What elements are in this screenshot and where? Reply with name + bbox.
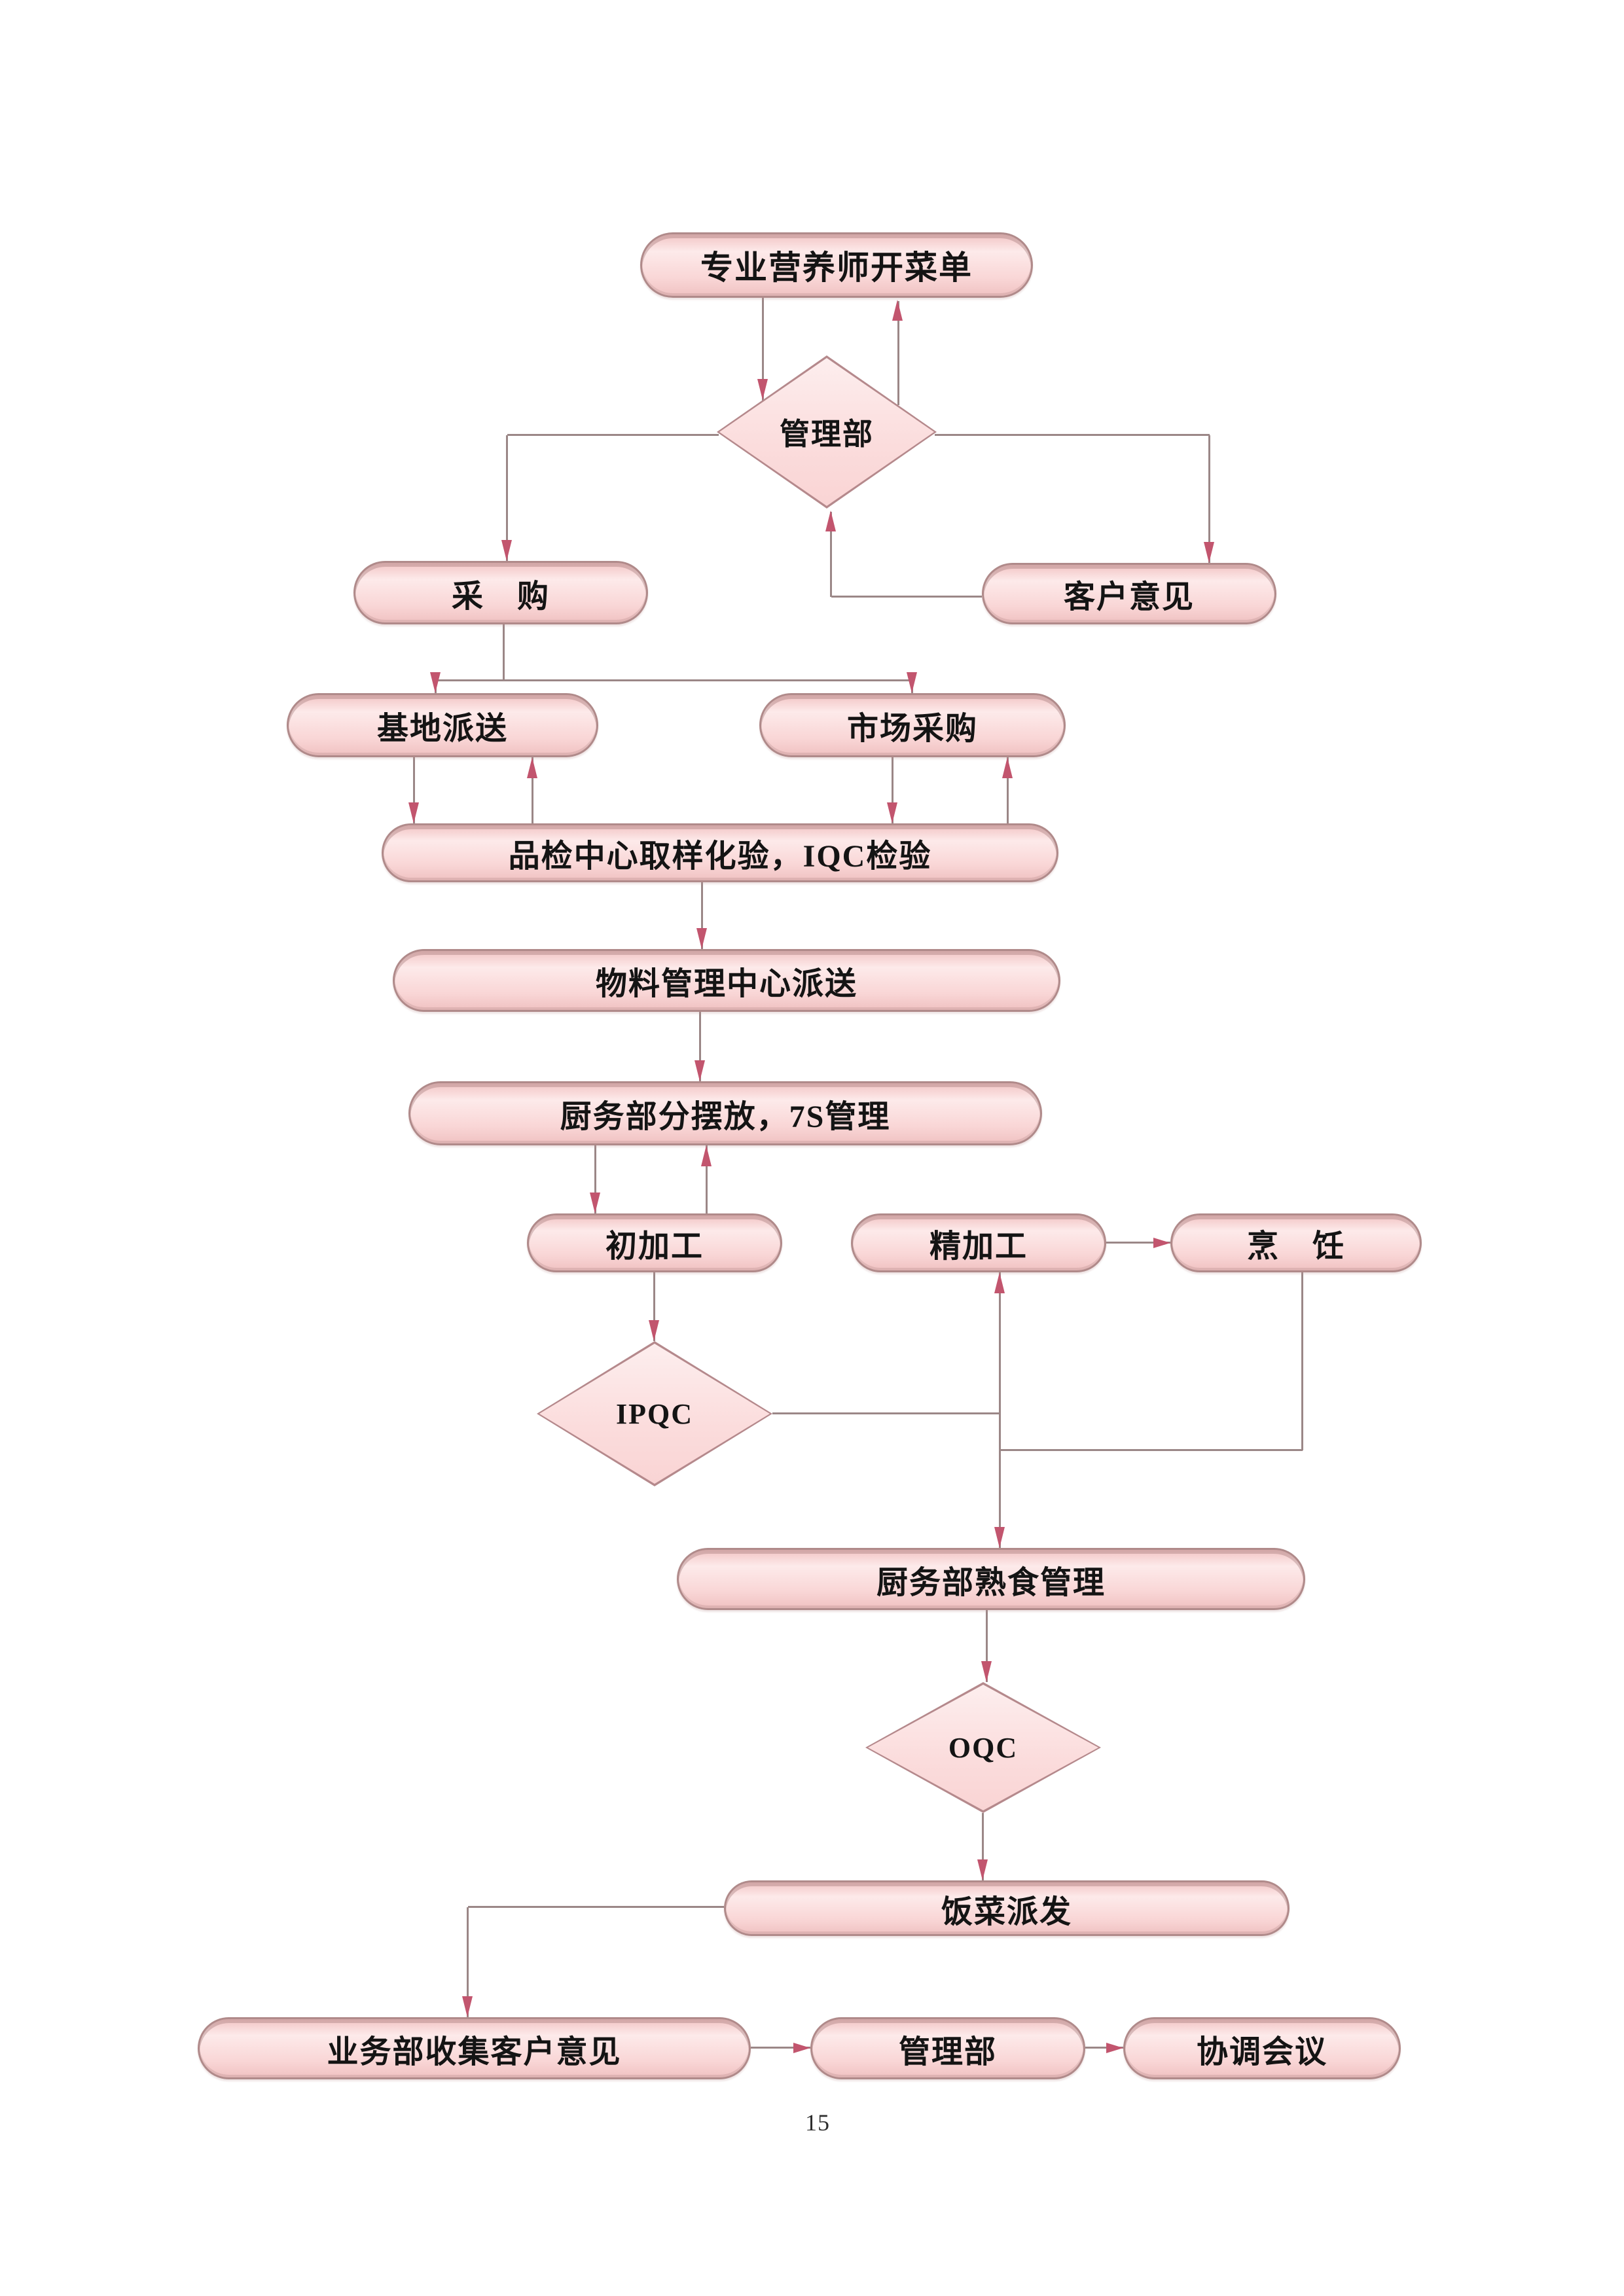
node-label: 市场采购 [846, 711, 978, 746]
arrow-down-icon [977, 1859, 988, 1880]
node-menu: 专业营养师开菜单 [640, 232, 1033, 298]
line-segment [892, 757, 893, 823]
node-label: 物料管理中心派送 [595, 967, 857, 1001]
node-kitchen-placement: 厨务部分摆放，7S管理 [408, 1081, 1042, 1145]
node-label: 管理部 [898, 2034, 997, 2070]
node-label: 专业营养师开菜单 [700, 249, 973, 286]
line-segment [751, 2047, 810, 2049]
line-segment [706, 1145, 708, 1213]
node-label: 品检中心取样化验，IQC检验 [508, 839, 932, 874]
node-cooked-food-mgmt: 厨务部熟食管理 [677, 1548, 1305, 1610]
line-segment [699, 1012, 701, 1081]
node-collect-feedback: 业务部收集客户意见 [198, 2017, 751, 2079]
node-customer-feedback: 客户意见 [982, 563, 1276, 624]
line-segment [897, 301, 899, 405]
arrow-down-icon [757, 379, 768, 400]
node-label: 饭菜派发 [941, 1894, 1072, 1929]
line-segment [1007, 757, 1009, 823]
node-label: 协调会议 [1196, 2034, 1327, 2070]
node-label: 厨务部熟食管理 [876, 1565, 1106, 1600]
arrow-down-icon [501, 540, 512, 561]
line-segment [1208, 435, 1210, 563]
node-mgmt-top: 管理部 [717, 355, 937, 509]
node-cooking: 烹 饪 [1170, 1213, 1422, 1272]
node-coordination-meeting: 协调会议 [1123, 2017, 1401, 2079]
arrow-up-icon [527, 757, 537, 778]
arrow-down-icon [994, 1527, 1005, 1548]
arrow-up-icon [701, 1145, 712, 1166]
arrow-down-icon [695, 1060, 705, 1081]
node-base-delivery: 基地派送 [287, 693, 598, 757]
page-number: 15 [805, 2109, 830, 2136]
arrow-down-icon [887, 802, 897, 823]
line-segment [1085, 2047, 1123, 2049]
arrow-right-icon [1153, 1238, 1170, 1248]
line-segment [935, 434, 1210, 436]
line-segment [1301, 1272, 1303, 1450]
arrow-up-icon [825, 511, 836, 531]
node-iqc-check: 品检中心取样化验，IQC检验 [382, 823, 1058, 882]
node-meal-distribution: 饭菜派发 [724, 1880, 1290, 1936]
line-segment [701, 882, 703, 949]
arrow-right-icon [793, 2043, 810, 2053]
line-segment [413, 757, 415, 823]
line-segment [1106, 1242, 1170, 1244]
arrow-up-icon [1002, 757, 1013, 778]
arrow-up-icon [892, 300, 903, 321]
arrow-right-icon [1106, 2043, 1123, 2053]
line-segment [999, 1272, 1001, 1548]
arrow-down-icon [907, 672, 917, 693]
line-segment [982, 1813, 984, 1880]
node-label: 精加工 [929, 1229, 1028, 1264]
line-segment [831, 596, 982, 598]
line-segment [594, 1145, 596, 1213]
line-segment [467, 1907, 469, 2017]
node-label: OQC [948, 1731, 1019, 1764]
node-label: 基地派送 [376, 711, 508, 746]
arrow-down-icon [430, 672, 441, 693]
line-segment [986, 1610, 988, 1682]
line-segment [830, 512, 832, 597]
line-segment [468, 1906, 724, 1908]
node-label: IPQC [616, 1397, 693, 1430]
node-label: 业务部收集客户意见 [327, 2034, 622, 2070]
line-segment [762, 298, 764, 401]
node-fine-processing: 精加工 [851, 1213, 1106, 1272]
node-material-center: 物料管理中心派送 [393, 949, 1060, 1012]
node-label: 管理部 [780, 418, 874, 451]
arrow-down-icon [590, 1193, 600, 1213]
arrow-down-icon [649, 1320, 659, 1341]
node-purchase: 采 购 [353, 561, 648, 624]
node-ipqc: IPQC [537, 1341, 772, 1486]
arrow-up-icon [994, 1272, 1005, 1293]
node-label: 厨务部分摆放，7S管理 [560, 1100, 891, 1134]
line-segment [1000, 1449, 1303, 1451]
node-initial-processing: 初加工 [527, 1213, 782, 1272]
node-label: 初加工 [605, 1229, 704, 1264]
line-segment [653, 1272, 655, 1341]
arrow-down-icon [408, 802, 419, 823]
line-segment [507, 434, 719, 436]
node-label: 采 购 [451, 579, 550, 614]
arrow-down-icon [696, 928, 707, 949]
line-segment [503, 624, 505, 681]
arrow-down-icon [1204, 542, 1214, 563]
node-label: 烹 饪 [1246, 1229, 1345, 1264]
node-market-purchase: 市场采购 [759, 693, 1066, 757]
node-label: 客户意见 [1063, 580, 1195, 615]
line-segment [436, 679, 912, 681]
node-oqc: OQC [865, 1682, 1101, 1813]
arrow-down-icon [462, 1996, 473, 2017]
line-segment [506, 435, 508, 561]
line-segment [532, 757, 533, 823]
line-segment [772, 1412, 1000, 1414]
arrow-down-icon [981, 1661, 992, 1682]
node-mgmt-bottom: 管理部 [810, 2017, 1085, 2079]
